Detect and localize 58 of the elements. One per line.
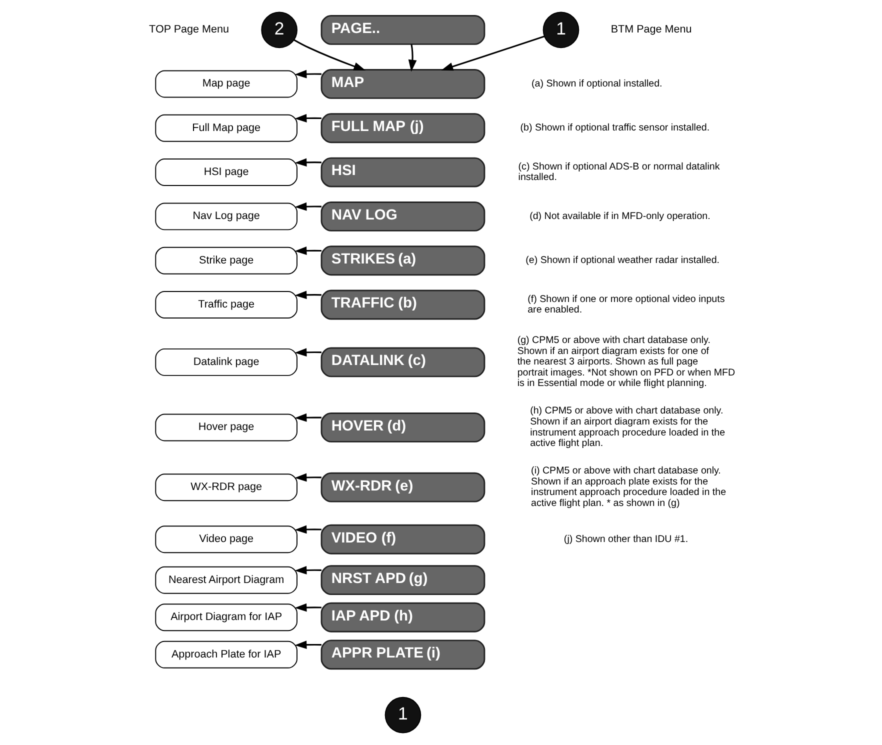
node-box: Datalink page: [154, 348, 297, 376]
arrow: [408, 44, 416, 72]
arrow: [294, 640, 321, 650]
arrow: [294, 158, 321, 167]
node-box: NRST APD (g): [320, 565, 485, 596]
label: (g) CPM5 or above with chart database only. Shown if an airport diagram exists for one of the nearest 3 airports. Shown as full page portrait images. *Not shown on PFD or when MFD is in Essential mode or while flight planning.: [516, 335, 735, 390]
arrow: [294, 603, 321, 612]
label: (j) Shown other than IDU #1.: [563, 534, 688, 545]
label: (h) CPM5 or above with chart database only. Shown if an airport diagram exists for the instrument approach procedure loaded in the active flight plan.: [530, 406, 725, 450]
node-box: HSI: [320, 157, 485, 188]
label: (d) Not available if in MFD-only operation.: [529, 210, 710, 222]
label: (a) Shown if optional installed.: [531, 78, 662, 90]
arrow: [294, 348, 321, 357]
arrow: [294, 290, 321, 300]
arrow: [294, 114, 321, 122]
node-box: IAP APD (h): [320, 602, 485, 632]
node-circle: 2: [260, 12, 297, 48]
node-box: Nav Log page: [154, 202, 297, 230]
arrow: [294, 246, 321, 255]
node-box: Approach Plate for IAP: [154, 640, 297, 668]
arrow: [294, 566, 321, 574]
label: (c) Shown if optional ADS-B or normal datalink installed.: [518, 161, 720, 184]
arrow: [293, 39, 366, 71]
arrow: [294, 413, 321, 422]
node-box: Traffic page: [154, 291, 297, 319]
node-circle: 1: [542, 12, 579, 48]
label: (b) Shown if optional traffic sensor installed.: [520, 122, 710, 134]
node-box: TRAFFIC (b): [320, 290, 485, 320]
arrow: [440, 36, 544, 71]
node-box: HSI page: [154, 158, 297, 186]
node-circle: 1: [384, 696, 421, 734]
node-box: Airport Diagram for IAP: [154, 604, 297, 632]
node-box: DATALINK (c): [320, 347, 485, 378]
node-box: Nearest Airport Diagram: [154, 566, 297, 594]
node-box: HOVER (d): [320, 412, 485, 442]
arrow: [294, 70, 321, 78]
node-box: Hover page: [154, 414, 297, 442]
node-label: BTM Page Menu: [610, 24, 692, 36]
node-box: NAV LOG: [320, 201, 485, 232]
node-box: STRIKES (a): [320, 246, 485, 276]
node-box: APPR PLATE (i): [320, 640, 485, 670]
arrow: [294, 202, 321, 211]
node-box: Video page: [154, 526, 297, 554]
label: (f) Shown if one or more optional video inputs are enabled.: [527, 294, 724, 316]
node-box: Full Map page: [154, 114, 297, 142]
node-box: Strike page: [154, 246, 297, 274]
node-box: VIDEO (f): [320, 524, 485, 554]
arrow: [294, 525, 321, 534]
label: (i) CPM5 or above with chart database only. Shown if an approach plate exists for the instrument approach procedure loaded in the active flight plan. * as shown in (g): [530, 466, 726, 509]
node-label: TOP Page Menu: [148, 24, 228, 36]
node-box: WX-RDR page: [154, 474, 297, 502]
node-box: FULL MAP (j): [320, 113, 485, 144]
arrow: [294, 473, 321, 482]
node-box: MAP: [320, 68, 485, 99]
node-box: Map page: [154, 70, 297, 98]
label: (e) Shown if optional weather radar installed.: [525, 255, 720, 266]
node-box: WX-RDR (e): [320, 472, 485, 502]
node-box: PAGE..: [320, 15, 485, 45]
